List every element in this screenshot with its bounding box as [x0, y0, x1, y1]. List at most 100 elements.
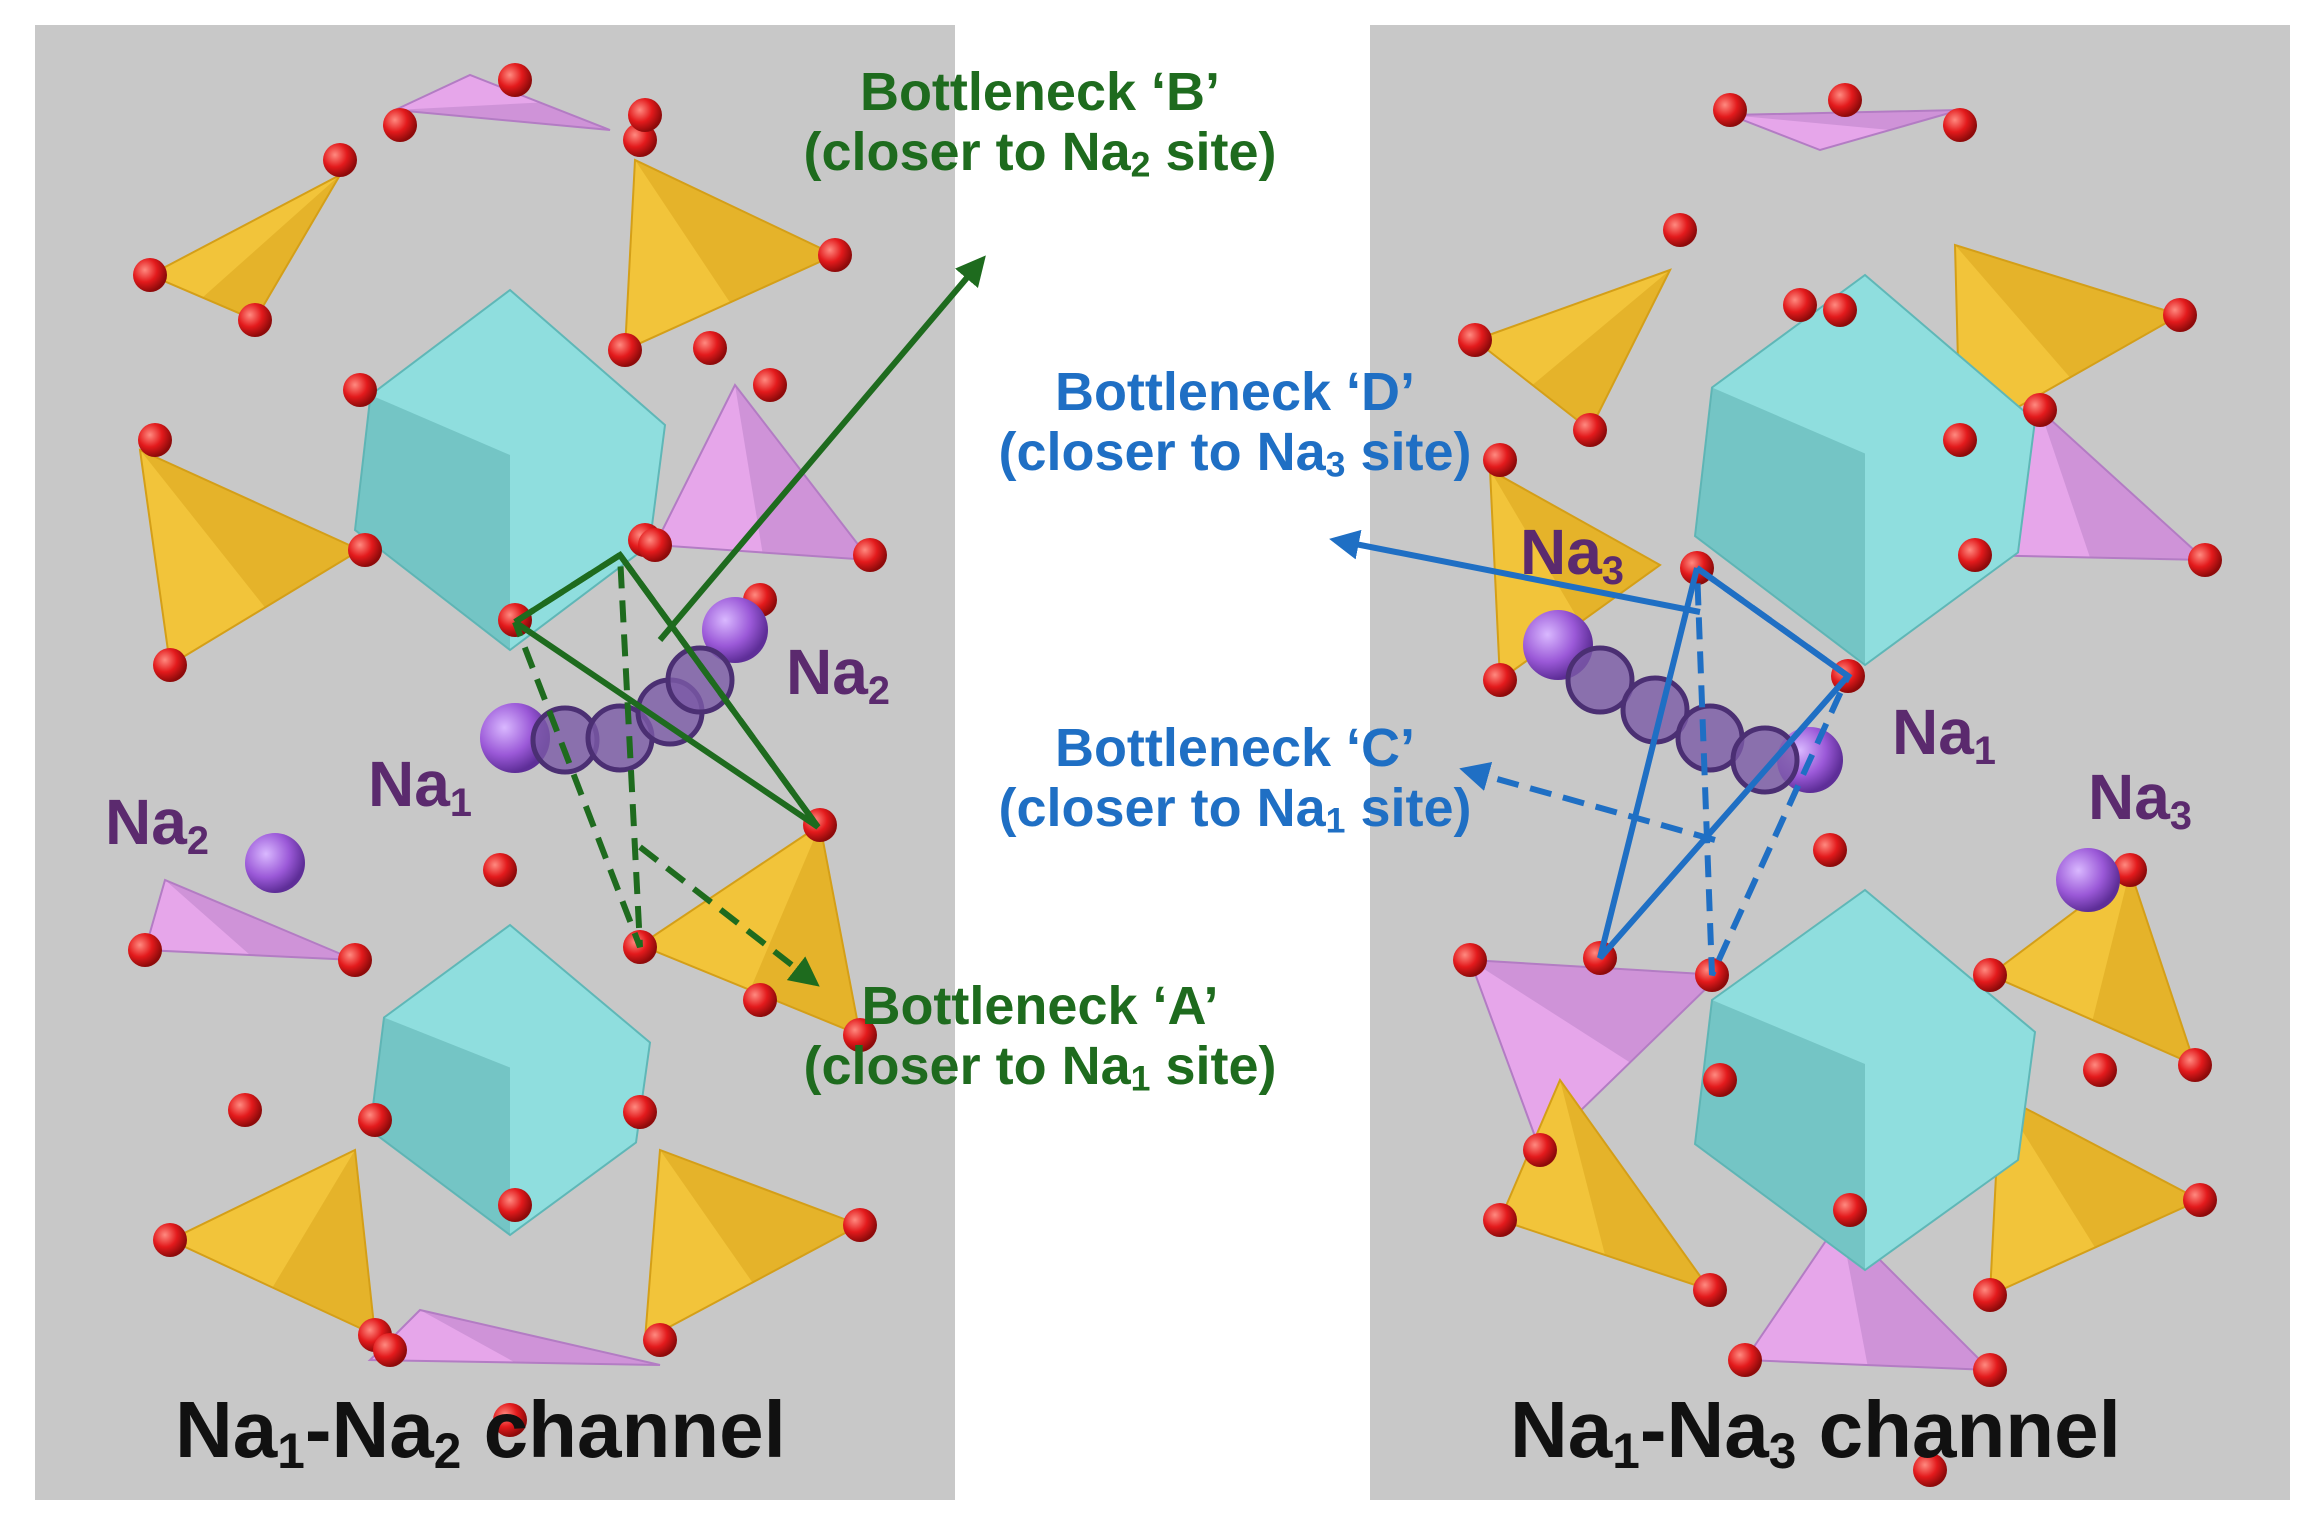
bottleneck-a-triangle	[512, 549, 821, 949]
oxygen-atom-24	[338, 943, 372, 977]
tetrahedron-shade-14	[1490, 470, 1660, 623]
tetrahedron-shade-9	[420, 1310, 660, 1365]
oxygen-atom-39	[1943, 108, 1977, 142]
right-na3-label-outer: Na3	[2088, 761, 2192, 838]
diffusion-path-atom-4	[1565, 645, 1635, 715]
oxygen-atom-57	[2178, 1048, 2212, 1082]
oxygen-atom-10	[343, 373, 377, 407]
oxygen-atom-65	[1693, 1273, 1727, 1307]
oxygen-atom-38	[1828, 83, 1862, 117]
oxygen-atom-8	[608, 333, 642, 367]
oxygen-atom-70	[1973, 1353, 2007, 1387]
oxygen-atom-48	[1483, 443, 1517, 477]
oxygen-atom-27	[228, 1093, 262, 1127]
oxygen-atom-7	[818, 238, 852, 272]
oxygen-atom-22	[483, 853, 517, 887]
bottleneck-c-subtitle: (closer to Na1 site)	[998, 778, 1472, 841]
bottleneck-a-title: Bottleneck ‘A’	[861, 976, 1219, 1036]
octahedron-shade-0	[355, 395, 510, 650]
bottleneck-c-triangle	[1694, 565, 1852, 977]
bottleneck-b-arrow	[657, 255, 986, 642]
tetrahedron-shade-17	[1560, 1080, 1710, 1290]
sodium-atom-5	[2056, 848, 2120, 912]
tetrahedron-shade-1	[202, 175, 340, 320]
tetrahedron-shade-5	[750, 825, 860, 1035]
diffusion-path-atom-3	[665, 645, 735, 715]
oxygen-atom-45	[2163, 298, 2197, 332]
oxygen-atom-0	[498, 63, 532, 97]
bottleneck-a-subtitle: (closer to Na1 site)	[803, 1036, 1277, 1099]
bottleneck-b-caption: Bottleneck ‘B’ (closer to Na2 site)	[770, 62, 1310, 183]
oxygen-atom-71	[1913, 1453, 1947, 1487]
oxygen-atom-61	[1703, 1063, 1737, 1097]
oxygen-atom-69	[1728, 1343, 1762, 1377]
tetrahedron-8	[643, 1148, 863, 1342]
left-channel-title: Na1-Na2 channel	[175, 1385, 786, 1479]
oxygen-atom-46	[2023, 393, 2057, 427]
tetrahedron-shade-10	[1730, 110, 1960, 130]
sodium-atoms	[245, 597, 2120, 912]
tetrahedron-shade-18	[2000, 1095, 2200, 1248]
diffusion-path-atom-7	[1730, 725, 1800, 795]
oxygen-atom-66	[1833, 1193, 1867, 1227]
bottleneck-a-caption: Bottleneck ‘A’ (closer to Na1 site)	[770, 976, 1310, 1097]
oxygen-atom-17	[853, 538, 887, 572]
oxygen-atom-68	[2183, 1183, 2217, 1217]
tetrahedron-6	[143, 878, 356, 961]
tetrahedron-shade-8	[660, 1150, 860, 1283]
sodium-atom-0	[480, 703, 550, 773]
bottleneck-d-caption: Bottleneck ‘D’ (closer to Na3 site)	[965, 362, 1505, 483]
oxygen-atom-63	[1523, 1133, 1557, 1167]
bottleneck-a-arrow	[638, 844, 820, 987]
oxygen-atom-29	[358, 1103, 392, 1137]
bottleneck-b-title: Bottleneck ‘B’	[859, 62, 1221, 122]
oxygen-atom-54	[1813, 833, 1847, 867]
tetrahedron-0	[391, 73, 611, 131]
bottleneck-d-subtitle: (closer to Na3 site)	[998, 422, 1472, 485]
left-na1-label: Na1	[368, 748, 472, 825]
oxygen-atom-51	[1483, 663, 1517, 697]
tetrahedron-3	[138, 448, 363, 667]
oxygen-atom-30	[153, 1223, 187, 1257]
tetrahedron-19	[1743, 1218, 1993, 1372]
oxygen-atom-64	[1483, 1203, 1517, 1237]
tetrahedron-shade-13	[2040, 410, 2205, 560]
oxygen-atom-43	[1783, 288, 1817, 322]
tetrahedron-7	[167, 1148, 377, 1337]
oxygen-atom-16	[638, 528, 672, 562]
tetrahedron-shade-7	[272, 1150, 375, 1335]
octahedron-shade-2	[1695, 387, 1865, 665]
sodium-atom-2	[245, 833, 305, 893]
bottleneck-c-arrow	[1459, 762, 1716, 843]
bottleneck-c-caption: Bottleneck ‘C’ (closer to Na1 site)	[965, 718, 1505, 839]
oxygen-atom-60	[1453, 943, 1487, 977]
tetrahedron-shade-11	[1532, 270, 1670, 430]
sodium-atom-1	[702, 597, 768, 663]
oxygen-atom-49	[1958, 538, 1992, 572]
tetrahedron-2	[623, 158, 838, 352]
bottleneck-d-arrow	[1329, 529, 1701, 615]
oxygen-atom-14	[348, 533, 382, 567]
oxygen-atom-56	[1973, 958, 2007, 992]
right-na1-label: Na1	[1892, 696, 1996, 773]
oxygen-atom-1	[383, 108, 417, 142]
bottleneck-b-subtitle: (closer to Na2 site)	[803, 122, 1277, 185]
oxygen-atom-67	[1973, 1278, 2007, 1312]
oxygen-atom-55	[2113, 853, 2147, 887]
bottleneck-b-triangle	[513, 550, 821, 830]
oxygen-atom-47	[1823, 293, 1857, 327]
right-na3-label-inner: Na3	[1520, 516, 1624, 593]
oxygen-atom-18	[153, 648, 187, 682]
tetrahedron-12	[1953, 243, 2183, 442]
oxygen-atom-32	[843, 1208, 877, 1242]
bottleneck-d-triangle	[1597, 565, 1853, 960]
tetrahedron-11	[1472, 268, 1673, 432]
tetrahedron-shade-6	[165, 880, 355, 960]
oxygen-atom-62	[2083, 1053, 2117, 1087]
oxygen-atom-40	[1663, 213, 1697, 247]
tetrahedron-shade-3	[140, 450, 360, 608]
tetrahedron-shade-12	[1955, 245, 2180, 378]
oxygen-atom-25	[743, 983, 777, 1017]
left-na2-label-inner: Na2	[786, 636, 890, 713]
oxygen-atom-28	[623, 1095, 657, 1129]
